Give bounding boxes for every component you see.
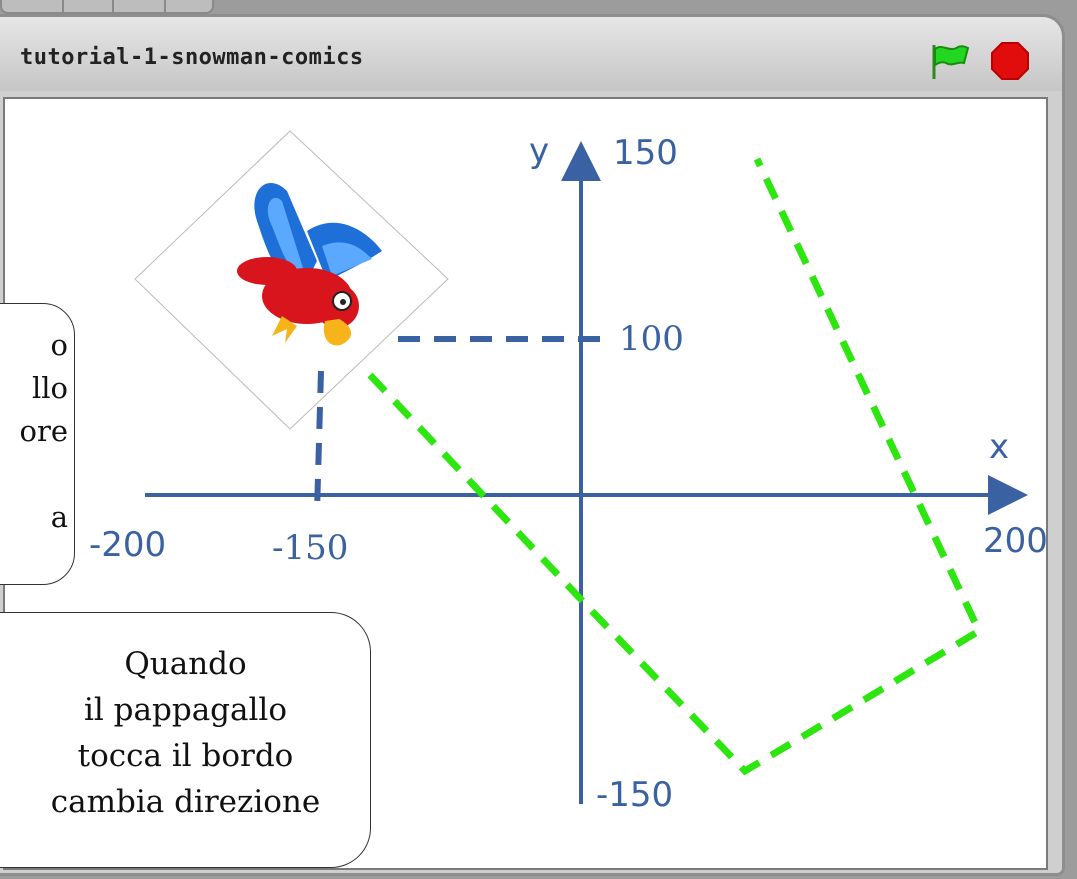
bubble-line: tocca il bordo <box>77 738 294 774</box>
x-neg200-label: -200 <box>89 525 167 565</box>
stop-sign-icon[interactable] <box>990 41 1030 81</box>
bubble-line: il pappagallo <box>84 692 287 728</box>
x-axis-label: x <box>989 427 1010 467</box>
bubble-left-line: ore <box>19 414 68 448</box>
bubble-line: Quando <box>124 646 247 682</box>
x-neg150-label: -150 <box>272 528 349 568</box>
bubble-left-line: llo <box>31 371 68 405</box>
guide-x-150 <box>314 370 324 513</box>
x-200-label: 200 <box>983 521 1048 561</box>
parrot-path <box>367 157 984 776</box>
bubble-left-line: a <box>50 500 68 534</box>
top-tab-strip <box>0 0 214 14</box>
y-150-label: 150 <box>613 133 678 173</box>
y-100-label: 100 <box>619 319 684 359</box>
y-neg150-label: -150 <box>596 775 674 815</box>
bubble-line: cambia direzione <box>50 784 321 820</box>
title-bar: tutorial-1-snowman-comics <box>0 17 1062 91</box>
speech-bubble-quando: Quando il pappagallo tocca il bordo camb… <box>0 612 371 868</box>
green-flag-icon[interactable] <box>928 41 972 81</box>
bubble-left-line <box>0 453 68 496</box>
project-title: tutorial-1-snowman-comics <box>20 45 364 70</box>
stage-canvas[interactable]: y 150 100 -150 x -200 -150 200 <box>3 97 1048 870</box>
parrot-sprite <box>237 182 382 346</box>
y-axis-label: y <box>529 131 550 171</box>
coordinate-diagram <box>134 130 1028 804</box>
sprite-rotation-box <box>134 130 449 430</box>
bubble-left-line: o <box>50 328 68 362</box>
speech-bubble-left: o llo ore a <box>0 303 75 585</box>
